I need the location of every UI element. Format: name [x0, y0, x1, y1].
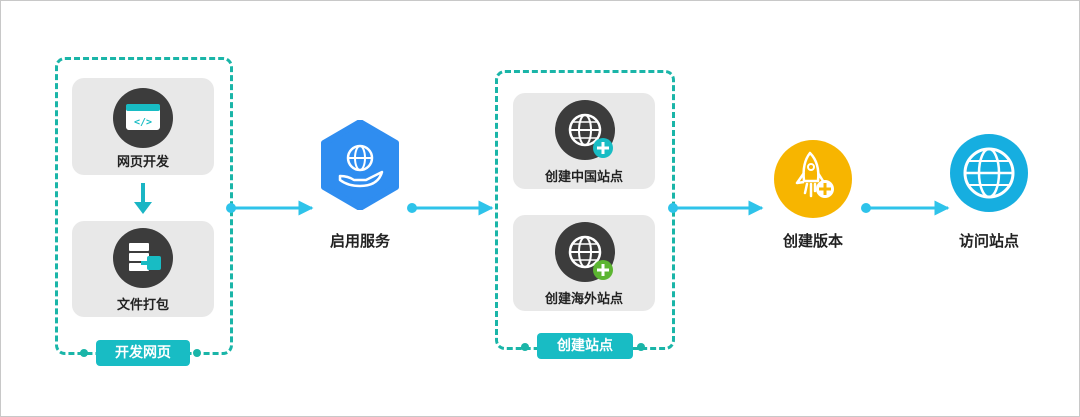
globe-add-teal-icon: [555, 100, 615, 160]
svg-text:</>: </>: [134, 117, 152, 128]
rocket-add-icon: [774, 140, 852, 218]
arrow-develop-to-service: [226, 200, 314, 216]
label-create-version: 创建版本: [782, 232, 843, 250]
file-package-icon: [113, 228, 173, 288]
globe-icon: [950, 134, 1028, 212]
label-file-package: 文件打包: [116, 298, 169, 313]
badge-develop-web: 开发网页: [96, 340, 190, 366]
arrow-site-to-version: [668, 200, 764, 216]
badge-create-site: 创建站点: [537, 333, 633, 359]
label-china-site: 创建中国站点: [544, 170, 623, 185]
globe-add-green-icon: [555, 222, 615, 282]
arrow-service-to-site: [407, 200, 494, 216]
label-enable-service: 启用服务: [329, 232, 390, 250]
arrow-version-to-visit: [861, 200, 950, 216]
globe-hand-icon: [321, 120, 399, 210]
arrow-dev-to-package: [134, 183, 152, 214]
label-visit-site: 访问站点: [958, 232, 1019, 250]
label-overseas-site: 创建海外站点: [544, 292, 623, 307]
code-window-icon: </>: [113, 88, 173, 148]
label-web-dev: 网页开发: [116, 155, 169, 170]
